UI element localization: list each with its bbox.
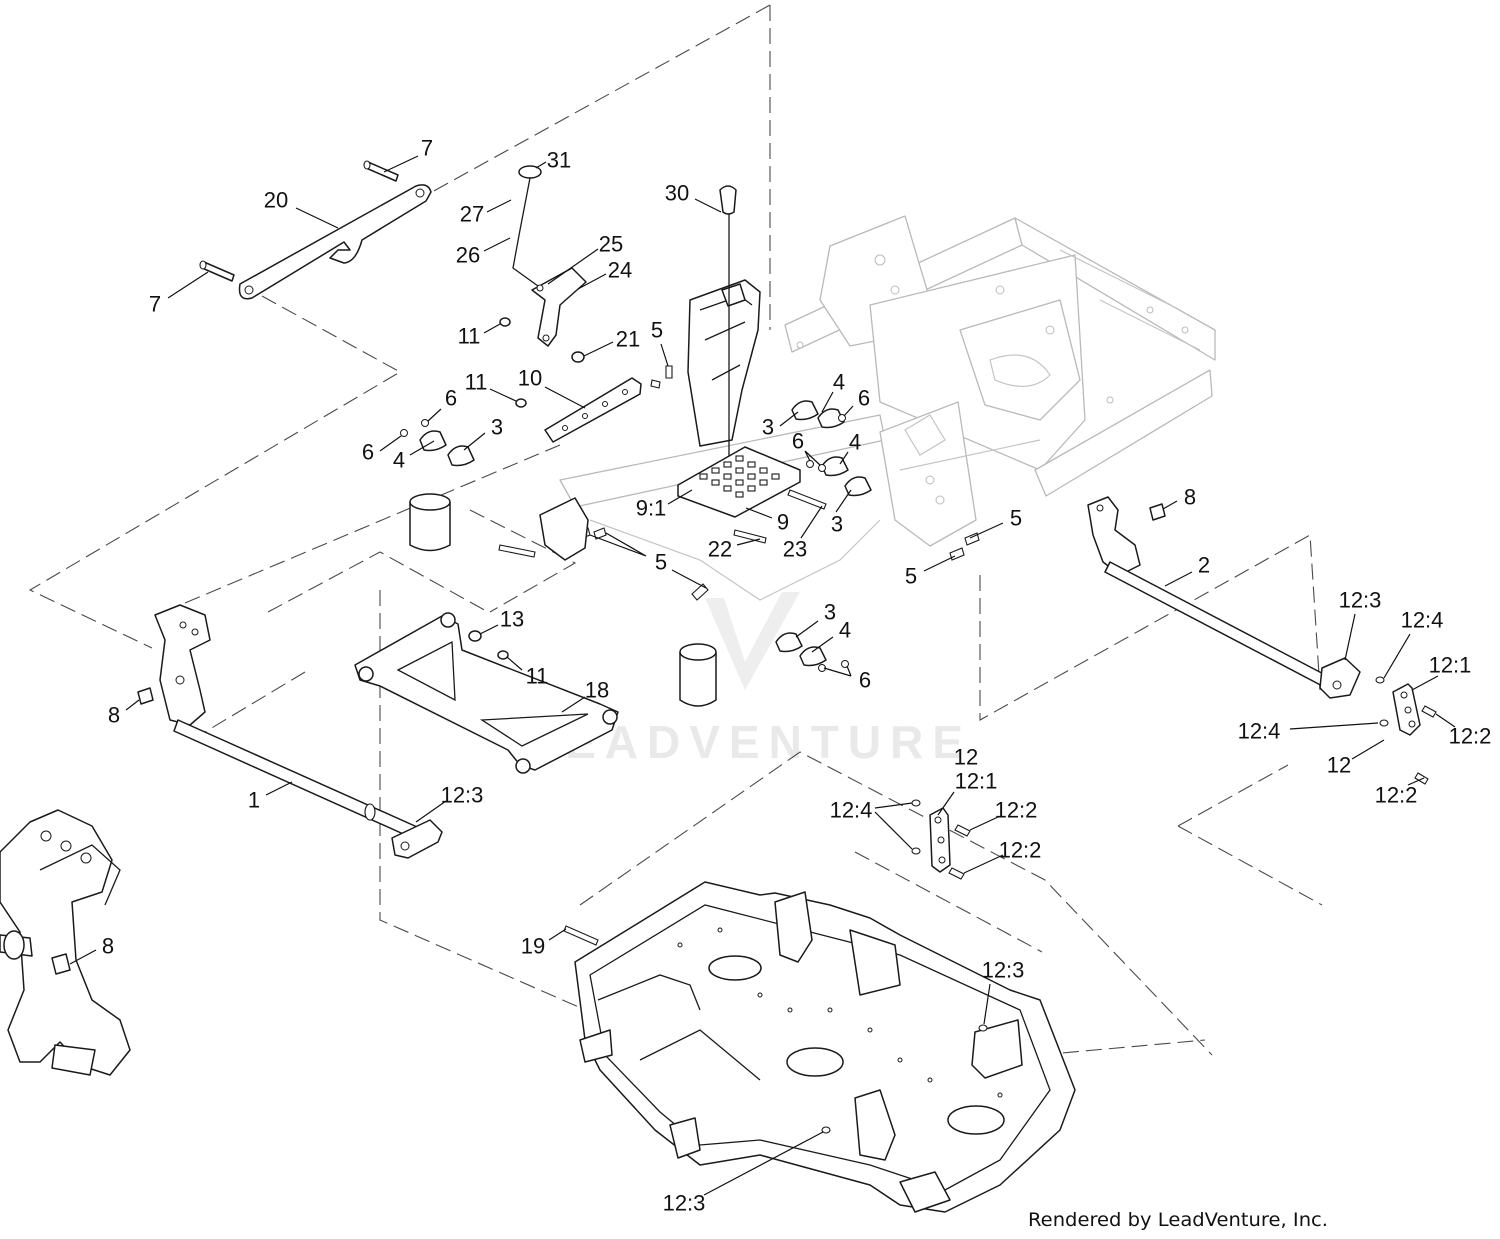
callout-label: 12:3 xyxy=(663,1191,706,1216)
callout-label: 30 xyxy=(665,181,689,206)
callout-label: 20 xyxy=(264,188,288,213)
pin-23 xyxy=(787,489,827,510)
pin-left xyxy=(201,261,235,282)
callout-label: 11 xyxy=(465,370,488,395)
callout-label: 31 xyxy=(547,148,571,173)
callout-label: 8 xyxy=(108,703,120,728)
callout-label: 12:2 xyxy=(995,798,1038,823)
callout-label: 12:1 xyxy=(955,769,998,794)
callout-label: 25 xyxy=(599,232,623,257)
watermark-logo xyxy=(705,592,800,690)
callout-label: 9:1 xyxy=(636,496,667,521)
callout-label: 24 xyxy=(608,258,632,283)
callout-label: 11 xyxy=(458,324,481,349)
callout-label: 21 xyxy=(616,327,640,352)
callout-label: 12:4 xyxy=(1238,719,1281,744)
control-knob xyxy=(719,185,737,215)
callout-label: 4 xyxy=(839,618,851,643)
callout-label: 12:3 xyxy=(982,958,1025,983)
callout-label: 6 xyxy=(859,668,871,693)
bolt-19 xyxy=(563,925,599,946)
callout-label: 4 xyxy=(849,430,861,455)
callout-label: 10 xyxy=(518,366,542,391)
callout-label: 12:2 xyxy=(999,838,1042,863)
clip-8-right xyxy=(1149,503,1166,521)
callout-label: 7 xyxy=(421,136,433,161)
lift-lever xyxy=(238,184,432,300)
mower-deck xyxy=(563,881,1076,1213)
washer-11b xyxy=(515,398,527,408)
callout-label: 12:2 xyxy=(1449,724,1492,749)
frame-bracket-left xyxy=(539,497,589,561)
callout-label: 3 xyxy=(762,415,774,440)
bar-10 xyxy=(544,377,642,443)
lift-lever-assembly xyxy=(199,160,432,300)
screw-5-mid xyxy=(650,379,661,389)
callout-label: 3 xyxy=(491,415,503,440)
callout-label: 6 xyxy=(445,386,457,411)
part-callouts: 7 31 20 27 30 26 25 24 7 11 21 5 11 10 4… xyxy=(102,136,1492,1216)
callout-label: 8 xyxy=(102,934,114,959)
callout-label: 2 xyxy=(1198,553,1210,578)
washer-11c xyxy=(497,650,509,660)
callout-label: 26 xyxy=(456,243,480,268)
front-lift-shaft xyxy=(137,604,443,859)
callout-label: 12:4 xyxy=(830,798,873,823)
callout-label: 9 xyxy=(777,510,789,535)
lift-arm-detail xyxy=(0,809,131,1076)
shaft-1 xyxy=(173,719,436,847)
shaft-2 xyxy=(1104,561,1336,691)
assembly-dashed-lines xyxy=(28,4,1323,1056)
callout-label: 5 xyxy=(655,550,667,575)
washer-13 xyxy=(468,630,482,642)
height-rod-assembly xyxy=(499,165,587,408)
link-sets xyxy=(911,683,1437,880)
render-credit: Rendered by LeadVenture, Inc. xyxy=(1028,1209,1328,1231)
knob xyxy=(518,165,542,179)
pin-top xyxy=(365,161,399,182)
bracket xyxy=(531,267,587,347)
callout-label: 11 xyxy=(526,664,549,689)
callout-label: 5 xyxy=(1010,506,1022,531)
callout-label: 12 xyxy=(954,745,978,770)
callout-label: 6 xyxy=(858,386,870,411)
callout-label: 12:2 xyxy=(1375,783,1418,808)
washer-11a xyxy=(499,317,511,327)
clip-8-left xyxy=(137,687,154,705)
lift-arm-right-rear xyxy=(1087,496,1141,576)
a-frame-18 xyxy=(354,612,619,774)
callout-label: 12:3 xyxy=(441,783,484,808)
callout-label: 5 xyxy=(905,564,917,589)
callout-label: 5 xyxy=(651,318,663,343)
callout-label: 1 xyxy=(248,788,260,813)
pivot-tubes xyxy=(409,493,717,707)
clip-8-detail xyxy=(51,953,71,975)
callout-label: 13 xyxy=(500,607,524,632)
callout-label: 12:3 xyxy=(1339,588,1382,613)
callout-label: 12 xyxy=(1327,753,1351,778)
callout-label: 18 xyxy=(585,678,609,703)
control-console xyxy=(544,185,827,544)
callout-label: 8 xyxy=(1184,485,1196,510)
callout-label: 22 xyxy=(708,537,732,562)
chassis-frame xyxy=(559,215,1216,601)
callout-label: 12:4 xyxy=(1401,608,1444,633)
callout-label: 27 xyxy=(460,202,484,227)
callout-label: 4 xyxy=(393,448,405,473)
callout-label: 19 xyxy=(521,934,545,959)
callout-label: 6 xyxy=(362,440,374,465)
leader-lines xyxy=(69,155,1456,1196)
lift-arm-12-3-right xyxy=(1319,657,1361,699)
callout-label: 4 xyxy=(833,370,845,395)
callout-label: 7 xyxy=(149,292,161,317)
nut xyxy=(571,351,585,363)
screw-5-top xyxy=(665,365,673,379)
callout-label: 23 xyxy=(783,537,807,562)
callout-label: 3 xyxy=(824,600,836,625)
callout-label: 12:1 xyxy=(1429,653,1472,678)
callout-label: 6 xyxy=(792,429,804,454)
callout-label: 3 xyxy=(831,512,843,537)
